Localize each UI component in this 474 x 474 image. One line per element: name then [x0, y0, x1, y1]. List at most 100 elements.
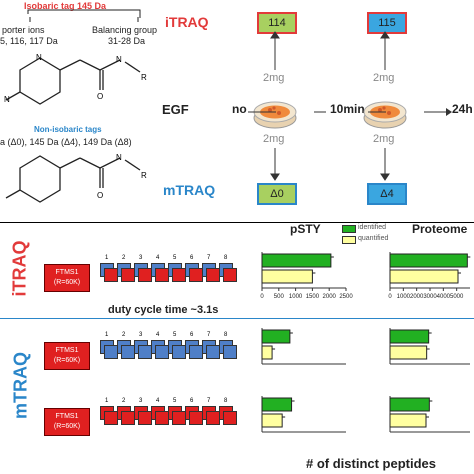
- legend-quantified: quantified: [358, 235, 389, 242]
- ms2-scan-cell: [138, 268, 152, 282]
- proteome-title: Proteome: [412, 222, 468, 236]
- x-tick-label: 3000: [423, 294, 437, 300]
- cycle-number: 3: [139, 332, 143, 338]
- reporter-label: porter ions: [2, 25, 45, 35]
- cycle-number: 7: [207, 255, 211, 261]
- tag-d0-box: Δ0: [257, 183, 297, 205]
- ms2-scan-cell: [206, 268, 220, 282]
- ms2-scan-cell: [121, 345, 135, 359]
- nonisobaric-title: Non-isobaric tags: [34, 125, 102, 134]
- ms2-scan-cell: [155, 268, 169, 282]
- divider-middle: [0, 318, 474, 319]
- r-group: R: [141, 73, 147, 82]
- cycle-number: 6: [190, 398, 194, 404]
- ftms-box-mtraq-1: FTMS1(R=60K): [44, 342, 90, 370]
- cycle-number: 2: [122, 398, 126, 404]
- ms2-scan-cell: [121, 411, 135, 425]
- cycle-number: 2: [122, 332, 126, 338]
- cycle-number: 2: [122, 255, 126, 261]
- reporter-values: 5, 116, 117 Da: [0, 36, 58, 46]
- ms2-scan-cell: [223, 411, 237, 425]
- time-10min: 10min: [330, 102, 365, 116]
- cycle-number: 6: [190, 255, 194, 261]
- x-tick-label: 4000: [437, 294, 451, 300]
- cycle-number: 8: [224, 398, 228, 404]
- cycle-number: 3: [139, 255, 143, 261]
- ftms-box-mtraq-2: FTMS1(R=60K): [44, 408, 90, 436]
- bar-identified: [389, 397, 430, 412]
- chemical-structures: N O N R N O N R: [4, 9, 147, 203]
- amount-top-right: 2mg: [373, 72, 395, 84]
- ms2-scan-cell: [189, 345, 203, 359]
- bar-quantified: [389, 413, 427, 428]
- duty-cycle-label: duty cycle time ~3.1s: [108, 304, 219, 316]
- x-tick-label: 5000: [450, 294, 464, 300]
- divider-top: [0, 222, 474, 223]
- cycle-number: 7: [207, 332, 211, 338]
- ms2-scan-cell: [138, 345, 152, 359]
- ms2-scan-cell: [206, 345, 220, 359]
- ms2-scan-cell: [104, 345, 118, 359]
- ms2-scan-cell: [172, 345, 186, 359]
- ms2-scan-cell: [172, 268, 186, 282]
- ms2-scan-cell: [104, 268, 118, 282]
- mtraq-structure: [5, 155, 141, 203]
- ms2-scan-cell: [155, 345, 169, 359]
- cycle-number: 5: [173, 255, 177, 261]
- x-axis-label: # of distinct peptides: [306, 456, 437, 471]
- ftms-line2: (R=60K): [53, 279, 81, 286]
- n-atom-2: N: [116, 55, 122, 64]
- itraq-structure: [5, 57, 141, 105]
- cycle-number: 1: [105, 255, 109, 261]
- n-atom-b: N: [116, 153, 122, 162]
- tag-bracket: [27, 9, 141, 18]
- cycle-number: 8: [224, 332, 228, 338]
- cycle-number: 5: [173, 332, 177, 338]
- tag-114-box: 114: [257, 12, 297, 34]
- n-atom: N: [36, 53, 42, 62]
- tag-d4-box: Δ4: [367, 183, 407, 205]
- ms2-scan-cell: [223, 345, 237, 359]
- time-no: no: [232, 102, 247, 116]
- x-tick-label: 2500: [339, 294, 353, 300]
- bar-quantified: [261, 269, 313, 284]
- r-group-b: R: [141, 171, 147, 180]
- x-tick-label: 1000: [397, 294, 411, 300]
- bar-quantified: [261, 413, 283, 428]
- bar-identified: [389, 329, 430, 344]
- x-tick-label: 2000: [323, 294, 337, 300]
- cycle-number: 5: [173, 398, 177, 404]
- x-tick-label: 1000: [289, 294, 303, 300]
- cycle-number: 4: [156, 255, 160, 261]
- bar-quantified: [261, 345, 273, 360]
- cycle-number: 1: [105, 332, 109, 338]
- cycle-number: 6: [190, 332, 194, 338]
- o-atom-b: O: [97, 191, 103, 200]
- cycle-number: 1: [105, 398, 109, 404]
- bar-identified: [261, 253, 332, 268]
- x-tick-label: 2000: [410, 294, 424, 300]
- legend-identified-swatch: [342, 225, 356, 233]
- balancing-label: Balancing group: [92, 25, 158, 35]
- legend-quantified-swatch: [342, 236, 356, 244]
- ms2-scan-cell: [155, 411, 169, 425]
- egf-label: EGF: [162, 102, 189, 117]
- itraq-label: iTRAQ: [165, 14, 209, 30]
- o-atom: O: [97, 92, 103, 101]
- legend-identified: identified: [358, 224, 387, 231]
- cycle-number: 4: [156, 398, 160, 404]
- ftms-line1: FTMS1: [55, 413, 79, 420]
- mtraq-label: mTRAQ: [163, 182, 216, 198]
- bar-identified: [261, 397, 293, 412]
- ftms-line1: FTMS1: [55, 347, 79, 354]
- tag-115-box: 115: [367, 12, 407, 34]
- isobaric-title: Isobaric tag 145 Da: [24, 1, 107, 11]
- pSTY-title: pSTY: [290, 222, 321, 236]
- amount-bottom-left: 2mg: [263, 133, 285, 145]
- cycle-number: 7: [207, 398, 211, 404]
- time-24h: 24h: [452, 102, 473, 116]
- x-tick-label: 500: [274, 294, 285, 300]
- balancing-values: 31-28 Da: [108, 36, 146, 46]
